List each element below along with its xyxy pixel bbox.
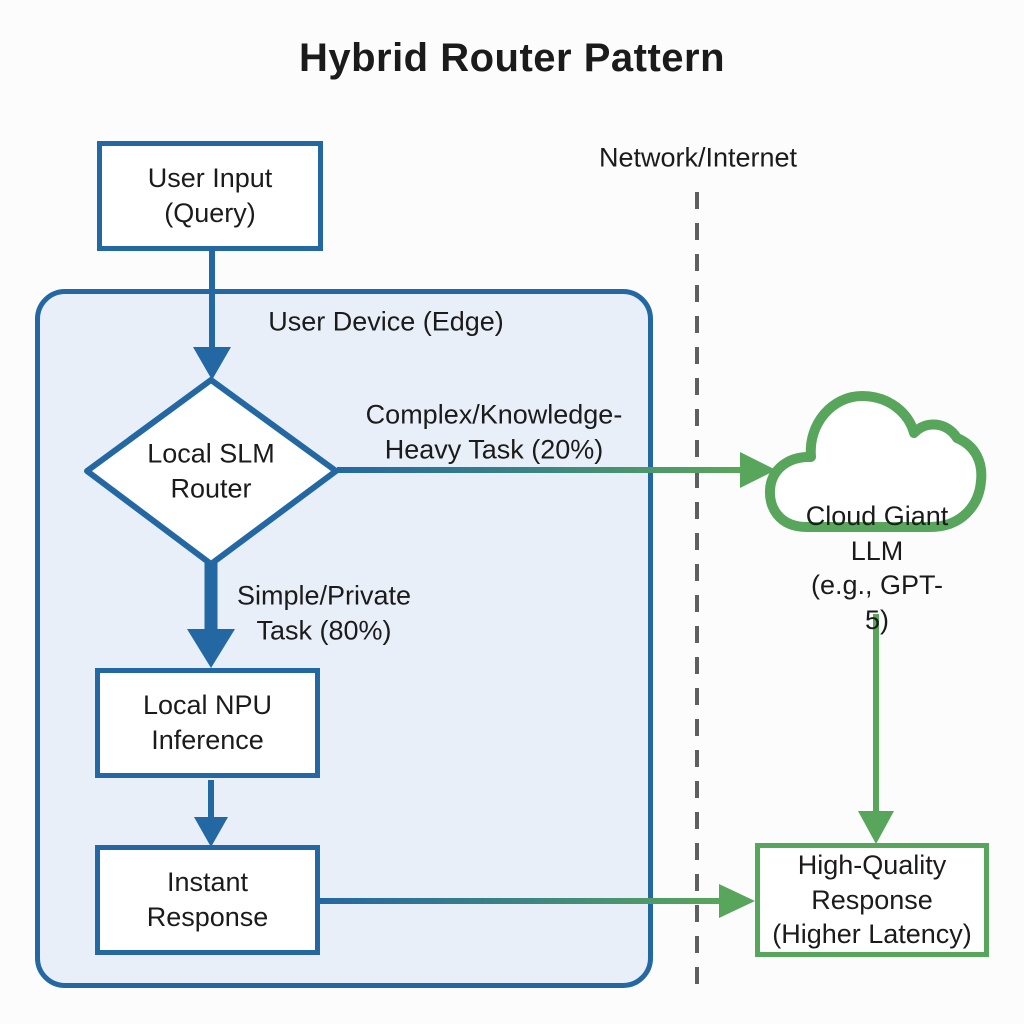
- cloud-llm-label: Cloud Giant LLM (e.g., GPT-5): [805, 500, 949, 635]
- node-local-npu-inference: Local NPU Inference: [95, 668, 320, 778]
- node-user-input-label: User Input (Query): [147, 163, 273, 228]
- slm-router-label: Local SLM Router: [147, 438, 275, 503]
- node-instant-label: Instant Response: [146, 867, 269, 932]
- node-user-input: User Input (Query): [97, 141, 323, 251]
- network-internet-label: Network/Internet: [598, 142, 798, 173]
- node-npu-label: Local NPU Inference: [142, 690, 273, 755]
- node-high-quality-response: High-Quality Response (Higher Latency): [755, 843, 989, 957]
- node-instant-response: Instant Response: [95, 845, 320, 955]
- arrow-cloud-to-high-quality: [858, 614, 894, 844]
- page-title: Hybrid Router Pattern: [298, 36, 726, 80]
- complex-task-edge-label: Complex/Knowledge- Heavy Task (20%): [365, 399, 623, 464]
- simple-task-edge-label: Simple/Private Task (80%): [236, 580, 412, 645]
- node-high-quality-label: High-Quality Response (Higher Latency): [772, 850, 972, 950]
- user-device-edge-label: User Device (Edge): [268, 306, 504, 337]
